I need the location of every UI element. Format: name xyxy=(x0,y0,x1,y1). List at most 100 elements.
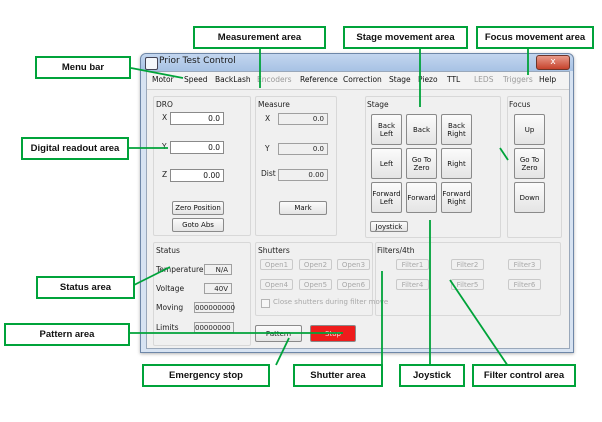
temperature-value: N/A xyxy=(204,264,232,275)
dro-z-label: Z xyxy=(162,170,168,179)
dro-x-label: X xyxy=(162,113,168,122)
dro-title: DRO xyxy=(156,100,173,109)
shutters-title: Shutters xyxy=(258,246,290,255)
close-shutters-checkbox[interactable] xyxy=(261,299,270,308)
callout-status-area: Status area xyxy=(36,276,135,299)
measure-title: Measure xyxy=(258,100,290,109)
stage-left-button[interactable]: Left xyxy=(371,148,402,179)
emergency-stop-line xyxy=(275,337,290,366)
shutter-open6-button[interactable]: Open6 xyxy=(337,279,370,290)
title-bar[interactable]: Prior Test Control x xyxy=(141,54,573,71)
menu-correction[interactable]: Correction xyxy=(343,75,382,84)
filter1-button[interactable]: Filter1 xyxy=(396,259,429,270)
stage-forward-left-button[interactable]: Forward Left xyxy=(371,182,402,213)
filters-title: Filters/4th xyxy=(377,246,415,255)
menu-help[interactable]: Help xyxy=(539,75,557,84)
menu-bar: Motor Speed BackLash Encoders Reference … xyxy=(147,72,569,90)
application-window: Prior Test Control x Motor Speed BackLas… xyxy=(140,53,574,353)
stage-group xyxy=(365,96,501,238)
measure-dist-label: Dist xyxy=(261,169,276,178)
focus-down-button[interactable]: Down xyxy=(514,182,545,213)
voltage-label: Voltage xyxy=(156,284,185,293)
menu-ttl[interactable]: TTL xyxy=(447,75,461,84)
filter2-button[interactable]: Filter2 xyxy=(451,259,484,270)
shutter-open1-button[interactable]: Open1 xyxy=(260,259,293,270)
menu-leds[interactable]: LEDS xyxy=(474,75,494,84)
client-area: Motor Speed BackLash Encoders Reference … xyxy=(146,71,570,349)
goto-abs-button[interactable]: Goto Abs xyxy=(172,218,224,232)
callout-focus-movement-area: Focus movement area xyxy=(476,26,594,49)
focus-up-button[interactable]: Up xyxy=(514,114,545,145)
callout-joystick: Joystick xyxy=(399,364,465,387)
filter4-button[interactable]: Filter4 xyxy=(396,279,429,290)
menu-piezo[interactable]: Piezo xyxy=(418,75,438,84)
focus-movement-line-d xyxy=(499,147,509,161)
callout-menu-bar: Menu bar xyxy=(35,56,131,79)
menu-backlash[interactable]: BackLash xyxy=(215,75,251,84)
stage-forward-right-button[interactable]: Forward Right xyxy=(441,182,472,213)
filter-control-line xyxy=(449,279,511,370)
menu-stage[interactable]: Stage xyxy=(389,75,411,84)
stage-back-left-button[interactable]: Back Left xyxy=(371,114,402,145)
shutter-open3-button[interactable]: Open3 xyxy=(337,259,370,270)
dro-y-label: Y xyxy=(162,142,167,151)
filters-group xyxy=(375,242,561,316)
stage-title: Stage xyxy=(367,100,389,109)
filter6-button[interactable]: Filter6 xyxy=(508,279,541,290)
close-icon: x xyxy=(550,57,556,67)
shutters-group xyxy=(255,242,373,316)
measure-x-label: X xyxy=(265,114,271,123)
menu-speed[interactable]: Speed xyxy=(184,75,208,84)
callout-pattern-area: Pattern area xyxy=(4,323,130,346)
moving-value: 000000000 xyxy=(194,302,236,313)
mark-button[interactable]: Mark xyxy=(279,201,327,215)
zero-position-button[interactable]: Zero Position xyxy=(172,201,224,215)
shutter-open2-button[interactable]: Open2 xyxy=(299,259,332,270)
measure-y-label: Y xyxy=(265,144,270,153)
status-title: Status xyxy=(156,246,180,255)
limits-label: Limits xyxy=(156,323,179,332)
filter3-button[interactable]: Filter3 xyxy=(508,259,541,270)
voltage-value: 40V xyxy=(204,283,232,294)
measure-y-field: 0.0 xyxy=(278,143,328,155)
menu-reference[interactable]: Reference xyxy=(300,75,338,84)
measure-group xyxy=(255,96,337,236)
shutter-open5-button[interactable]: Open5 xyxy=(299,279,332,290)
app-icon xyxy=(145,57,158,70)
menu-motor[interactable]: Motor xyxy=(152,75,174,84)
menu-encoders[interactable]: Encoders xyxy=(257,75,292,84)
callout-filter-control-area: Filter control area xyxy=(472,364,576,387)
status-group xyxy=(153,242,251,346)
stage-go-to-zero-button[interactable]: Go To Zero xyxy=(406,148,437,179)
status-area-line xyxy=(133,266,171,286)
stage-forward-button[interactable]: Forward xyxy=(406,182,437,213)
menu-bar-line xyxy=(130,67,184,79)
close-shutters-label: Close shutters during filter move xyxy=(273,298,389,306)
dro-y-field[interactable]: 0.0 xyxy=(170,141,224,154)
menu-triggers[interactable]: Triggers xyxy=(503,75,533,84)
stage-back-button[interactable]: Back xyxy=(406,114,437,145)
dro-x-field[interactable]: 0.0 xyxy=(170,112,224,125)
dro-group xyxy=(153,96,251,236)
measure-dist-field: 0.00 xyxy=(278,169,328,181)
dro-z-field[interactable]: 0.00 xyxy=(170,169,224,182)
callout-shutter-area: Shutter area xyxy=(293,364,383,387)
temperature-label: Temperature xyxy=(156,265,204,274)
joystick-button[interactable]: Joystick xyxy=(370,221,408,232)
measure-x-field: 0.0 xyxy=(278,113,328,125)
moving-label: Moving xyxy=(156,303,184,312)
stage-right-button[interactable]: Right xyxy=(441,148,472,179)
filter5-button[interactable]: Filter5 xyxy=(451,279,484,290)
close-button[interactable]: x xyxy=(536,55,570,70)
callout-measurement-area: Measurement area xyxy=(193,26,326,49)
callout-digital-readout-area: Digital readout area xyxy=(21,137,129,160)
focus-go-to-zero-button[interactable]: Go To Zero xyxy=(514,148,545,179)
shutter-open4-button[interactable]: Open4 xyxy=(260,279,293,290)
callout-emergency-stop: Emergency stop xyxy=(142,364,270,387)
window-title: Prior Test Control xyxy=(159,56,236,66)
focus-title: Focus xyxy=(509,100,531,109)
focus-group xyxy=(507,96,562,238)
callout-stage-movement-area: Stage movement area xyxy=(343,26,468,49)
stage-back-right-button[interactable]: Back Right xyxy=(441,114,472,145)
